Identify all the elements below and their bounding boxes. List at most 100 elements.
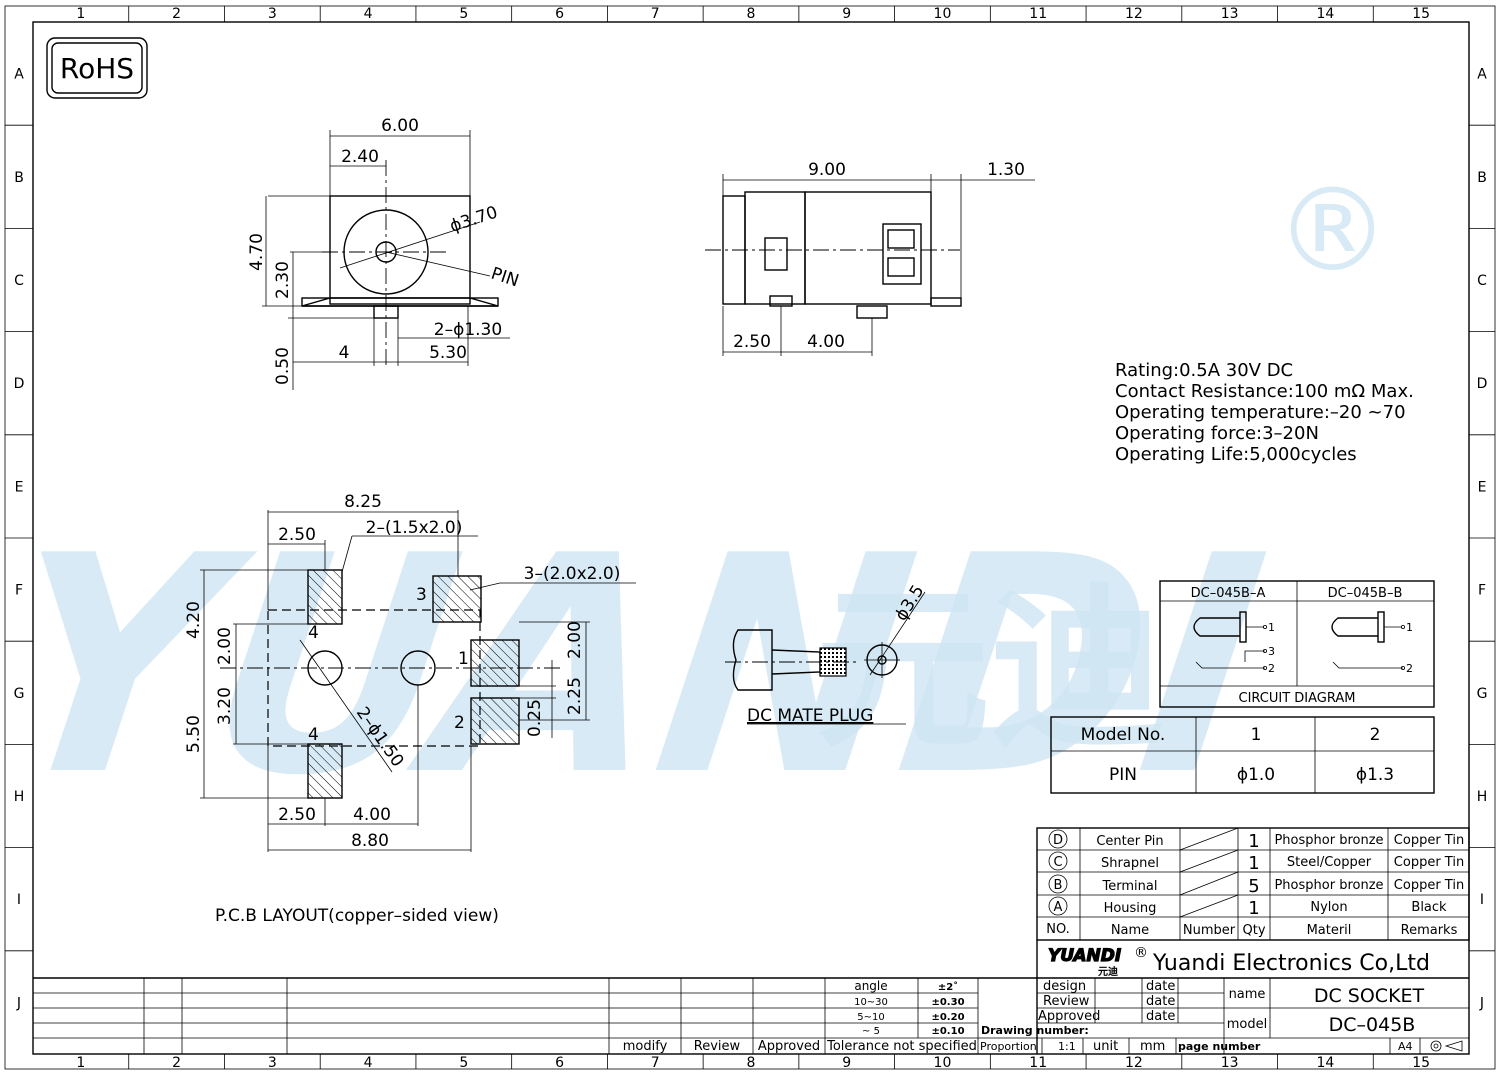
bom-material: Steel/Copper bbox=[1287, 855, 1372, 870]
dim-holes: 2–(1.5x2.0) bbox=[366, 518, 463, 538]
tb-model-label: model bbox=[1227, 1017, 1267, 1032]
tb-unit-value: mm bbox=[1140, 1039, 1165, 1054]
bom-no-circle bbox=[1048, 829, 1068, 849]
rohs-badge: RoHS bbox=[46, 37, 148, 99]
bom-qty: 1 bbox=[1248, 898, 1259, 919]
watermark-text: YUANDI bbox=[0, 492, 1281, 841]
dim-9-00: 9.00 bbox=[808, 160, 846, 180]
grid-row-label-left: G bbox=[14, 686, 25, 702]
dim-2-00-left: 2.00 bbox=[215, 627, 235, 665]
tb-drawing-number: Drawing number: bbox=[981, 1024, 1089, 1037]
pad-label-4-top: 4 bbox=[308, 623, 319, 643]
grid-column-label-bottom: 1 bbox=[76, 1055, 85, 1071]
grid-column-label-bottom: 8 bbox=[747, 1055, 756, 1071]
dim-8-25: 8.25 bbox=[344, 492, 382, 512]
grid-row-label-right: F bbox=[1478, 583, 1486, 599]
dim-5-50: 5.50 bbox=[184, 715, 204, 753]
grid-row-label-right: D bbox=[1477, 376, 1488, 392]
grid-column-label-bottom: 10 bbox=[934, 1055, 952, 1071]
grid-column-label-bottom: 15 bbox=[1412, 1055, 1430, 1071]
pin-table-value-2: ϕ1.3 bbox=[1356, 765, 1394, 785]
dim-0-25: 0.25 bbox=[525, 699, 545, 737]
grid-row-label-right: E bbox=[1478, 479, 1487, 495]
tb-proportion: Proportion bbox=[980, 1040, 1037, 1053]
pin-label: PIN bbox=[488, 264, 521, 292]
grid-row-label-right: I bbox=[1480, 892, 1484, 908]
watermark-reg: ® bbox=[1275, 164, 1390, 298]
bom-header-remarks: Remarks bbox=[1401, 923, 1458, 938]
spec-rating: Rating:0.5A 30V DC bbox=[1115, 360, 1293, 381]
tolerance-value: ±2˚ bbox=[938, 981, 958, 993]
grid-row-label-left: E bbox=[15, 479, 24, 495]
company-logo-cn: 元迪 bbox=[1098, 965, 1118, 978]
bom-remarks: Black bbox=[1411, 900, 1447, 915]
bom-no: A bbox=[1054, 900, 1063, 915]
grid-column-label-bottom: 13 bbox=[1221, 1055, 1239, 1071]
grid-column-label-top: 3 bbox=[268, 6, 277, 22]
bom-header-no: NO. bbox=[1046, 922, 1070, 937]
circuit-caption: CIRCUIT DIAGRAM bbox=[1239, 691, 1356, 706]
dim-5-30: 5.30 bbox=[429, 343, 467, 363]
circuit-a-1: 1 bbox=[1268, 621, 1275, 634]
circuit-a-3: 3 bbox=[1268, 645, 1275, 658]
revision-modify: modify bbox=[623, 1039, 668, 1054]
tolerance-value: ±0.20 bbox=[931, 1012, 964, 1023]
grid-column-label-top: 4 bbox=[364, 6, 373, 22]
bom-no: C bbox=[1053, 855, 1062, 870]
dim-phi-3-70: ϕ3.70 bbox=[447, 203, 500, 237]
tolerance-range: 10~30 bbox=[854, 997, 888, 1008]
bom-qty: 1 bbox=[1248, 831, 1259, 852]
tb-design: design bbox=[1043, 979, 1086, 994]
tolerance-caption: Tolerance not specified bbox=[826, 1039, 977, 1054]
dim-4: 4 bbox=[339, 343, 350, 363]
grid-column-label-top: 7 bbox=[651, 6, 660, 22]
grid-row-label-left: F bbox=[15, 583, 23, 599]
grid-column-label-top: 12 bbox=[1125, 6, 1143, 22]
grid-column-label-bottom: 6 bbox=[555, 1055, 564, 1071]
tolerance-range: angle bbox=[854, 979, 887, 993]
circuit-b-1: 1 bbox=[1406, 621, 1413, 634]
bom-header-name: Name bbox=[1111, 923, 1149, 938]
title-block: modify Review Approved angle±2˚10~30±0.3… bbox=[33, 940, 1469, 1054]
pad-label-4-bottom: 4 bbox=[308, 725, 319, 745]
grid-column-label-bottom: 5 bbox=[459, 1055, 468, 1071]
tb-proportion-value: 1:1 bbox=[1058, 1040, 1076, 1053]
grid-column-label-bottom: 7 bbox=[651, 1055, 660, 1071]
company-logo: YUANDI bbox=[1048, 946, 1121, 966]
bom-name: Housing bbox=[1104, 901, 1157, 916]
dim-0-50: 0.50 bbox=[273, 347, 293, 385]
watermark: YUANDI 元迪 ® bbox=[0, 164, 1390, 842]
bom-no-circle bbox=[1048, 874, 1068, 894]
pin-table-header-model: Model No. bbox=[1081, 725, 1166, 745]
spec-life: Operating Life:5,000cycles bbox=[1115, 444, 1357, 465]
grid-column-label-top: 10 bbox=[934, 6, 952, 22]
grid-row-label-left: D bbox=[14, 376, 25, 392]
tolerance-range: 5~10 bbox=[857, 1012, 884, 1023]
bom-material: Nylon bbox=[1310, 900, 1347, 915]
dim-pin-holes: 2–ϕ1.30 bbox=[434, 320, 502, 340]
dim-2-50: 2.50 bbox=[733, 332, 771, 352]
bom-name: Terminal bbox=[1102, 879, 1158, 894]
tb-date-2: date bbox=[1146, 994, 1175, 1009]
pcb-title: P.C.B LAYOUT(copper–sided view) bbox=[215, 906, 499, 926]
grid-column-label-top: 15 bbox=[1412, 6, 1430, 22]
pad-label-3: 3 bbox=[416, 585, 427, 605]
pin-table: Model No. 1 2 PIN ϕ1.0 ϕ1.3 bbox=[1050, 716, 1435, 794]
bom-remarks: Copper Tin bbox=[1394, 833, 1464, 848]
bom-material: Phosphor bronze bbox=[1274, 833, 1383, 848]
dim-pad3: 3–(2.0x2.0) bbox=[524, 564, 621, 584]
tb-approved: Approved bbox=[1038, 1009, 1100, 1024]
pin-table-header-2: 2 bbox=[1370, 725, 1381, 745]
company-name: Yuandi Electronics Co,Ltd bbox=[1152, 951, 1430, 976]
grid-column-label-bottom: 12 bbox=[1125, 1055, 1143, 1071]
grid-row-label-left: A bbox=[14, 67, 24, 83]
bom-remarks: Copper Tin bbox=[1394, 878, 1464, 893]
circuit-col-a: DC–045B–A bbox=[1191, 586, 1266, 601]
pin-table-row-label: PIN bbox=[1109, 765, 1137, 785]
grid-column-label-top: 2 bbox=[172, 6, 181, 22]
dim-4-20: 4.20 bbox=[184, 601, 204, 639]
grid-column-label-bottom: 3 bbox=[268, 1055, 277, 1071]
